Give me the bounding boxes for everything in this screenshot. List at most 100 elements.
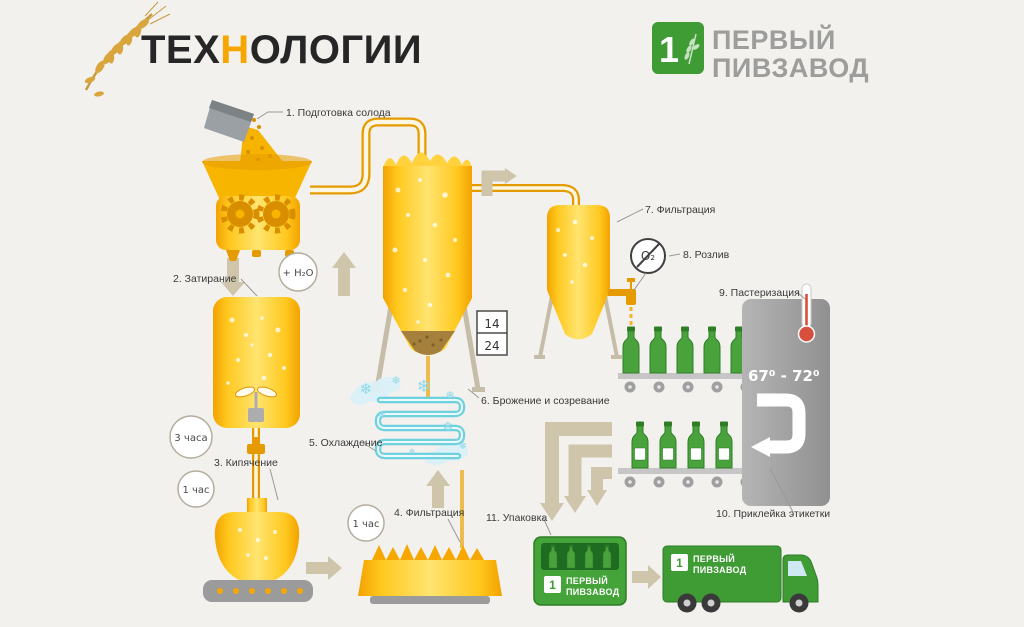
fermenter — [370, 152, 485, 392]
boil-time-badge: 1 час — [177, 470, 215, 508]
step-4-label: 4. Фильтрация — [394, 507, 464, 519]
title-accent: Н — [220, 28, 249, 72]
step-5-label: 5. Охлаждение — [309, 437, 383, 449]
cab-window — [788, 561, 807, 576]
step-3-label: 3. Кипячение — [214, 457, 278, 469]
truck-logo-square — [671, 554, 688, 571]
arrow-kettle-to-filter-icon — [306, 556, 342, 580]
step-11-label: 11. Упаковка — [486, 512, 547, 524]
pipe-hopper-to-fermenter — [310, 117, 427, 195]
logo-square — [652, 22, 704, 74]
pipe-mash-to-kettle — [247, 428, 265, 506]
snowflake-icon: ❄ — [391, 374, 400, 387]
pipe-fermenter-to-tank — [472, 184, 580, 214]
days-bottom: 24 — [484, 339, 499, 353]
bottle-icon — [622, 326, 640, 374]
arrow-up-icon — [332, 252, 356, 296]
roller-icon — [653, 381, 665, 393]
kettle-heater — [203, 580, 313, 602]
snowflake-icon: ❄ — [417, 377, 431, 397]
snowflake-icon: ❄ — [445, 389, 454, 402]
truck-logo-line1: ПЕРВЫЙ — [693, 553, 735, 564]
packing-flow-arrows — [540, 422, 612, 521]
crate-logo-square — [544, 576, 561, 593]
belt — [618, 373, 758, 379]
thermometer-icon — [797, 283, 816, 343]
logo-line2: ПИВЗАВОД — [712, 53, 869, 83]
bottle-icon — [703, 326, 721, 374]
sediment — [401, 331, 455, 355]
pasteurization-temp: 67⁰ - 72⁰ — [748, 367, 820, 385]
filtration-tank — [534, 205, 622, 359]
boil-time-text: 1 час — [182, 485, 209, 496]
roller-icon — [653, 476, 665, 488]
logo-number: 1 — [659, 29, 679, 70]
step-9-label: 9. Пастеризация — [719, 287, 800, 299]
crate-logo-line1: ПЕРВЫЙ — [566, 575, 608, 586]
bucket-icon — [204, 100, 261, 142]
grain-stream — [240, 126, 284, 163]
pasteurizer: 67⁰ - 72⁰ — [742, 283, 830, 506]
fermenter-foam — [383, 152, 472, 168]
step-10-label: 10. Приклейка этикетки — [716, 508, 830, 520]
roller-icon — [624, 381, 636, 393]
days-top: 14 — [484, 317, 499, 331]
truck-wheels — [677, 593, 809, 613]
bottling-tap — [608, 278, 636, 327]
snowflake-icon: ❄ — [443, 420, 454, 435]
snowflake-icon: ❄ — [378, 410, 386, 421]
mash-tun — [213, 297, 300, 428]
cooler: ❄ ❄ ❄ ❄ ❄ ❄ ❄ ❄ — [350, 374, 468, 465]
snowflake-icon: ❄ — [459, 441, 467, 452]
header: ТЕХНОЛОГИИ 1 ПЕРВЫЙ ПИВЗАВОД — [84, 1, 869, 97]
roller-icon — [711, 476, 723, 488]
title-part1: ТЕХ — [141, 28, 220, 72]
page-title: ТЕХНОЛОГИИ — [141, 28, 422, 72]
wheat-icon — [84, 1, 171, 97]
brewery-logo: 1 ПЕРВЫЙ ПИВЗАВОД — [652, 22, 869, 83]
filter-time-badge: 1 час — [347, 504, 385, 542]
boil-kettle — [203, 498, 313, 602]
u-turn-arrow-icon — [751, 393, 806, 457]
beer-crate: 1 ПЕРВЫЙ ПИВЗАВОД — [533, 536, 627, 606]
roller-icon — [624, 476, 636, 488]
bottle-icon — [676, 326, 694, 374]
mash-time-badge: 3 часа — [169, 415, 213, 459]
labeled-bottle-icon — [716, 422, 732, 469]
hopper-mouth — [202, 161, 312, 200]
roller-icon — [711, 381, 723, 393]
no-oxygen-badge: O₂ — [630, 238, 666, 291]
step-7-label: 7. Фильтрация — [645, 204, 715, 216]
labeled-bottle-icon — [632, 422, 648, 469]
labeled-bottle-icon — [688, 422, 704, 469]
step-2-label: 2. Затирание — [173, 273, 237, 285]
step-1-label: 1. Подготовка солода — [286, 107, 391, 119]
step-labels: 1. Подготовка солода 2. Затирание 3. Кип… — [173, 107, 830, 543]
logo-wheat-icon — [684, 33, 700, 65]
conveyor-top — [618, 326, 758, 393]
valve — [247, 444, 265, 454]
bottle-icon — [649, 326, 667, 374]
wort-filter — [358, 544, 502, 604]
truck-logo-number: 1 — [676, 556, 683, 570]
title-part2: ОЛОГИИ — [250, 28, 422, 72]
roller-icon — [682, 476, 694, 488]
malt-prep-unit — [202, 100, 312, 261]
arrow-fermenter-to-tank-icon — [481, 168, 517, 196]
step-6-label: 6. Брожение и созревание — [481, 395, 610, 407]
mash-time-text: 3 часа — [174, 433, 207, 444]
filter-elements — [372, 544, 484, 560]
snowflake-icon: ❄ — [408, 448, 416, 458]
water-badge: + H₂O — [278, 252, 318, 292]
labeled-bottle-icon — [660, 422, 676, 469]
arrow-hopper-down-icon — [221, 258, 245, 296]
logo-line1: ПЕРВЫЙ — [712, 24, 836, 55]
arrow-filter-to-cooler-icon — [426, 470, 450, 508]
arrow-crate-to-truck-icon — [632, 565, 661, 589]
filter-time-text: 1 час — [352, 519, 379, 530]
hopper-outlet — [226, 250, 240, 261]
conveyor-bottom — [618, 422, 758, 488]
step-8-label: 8. Розлив — [683, 249, 730, 261]
